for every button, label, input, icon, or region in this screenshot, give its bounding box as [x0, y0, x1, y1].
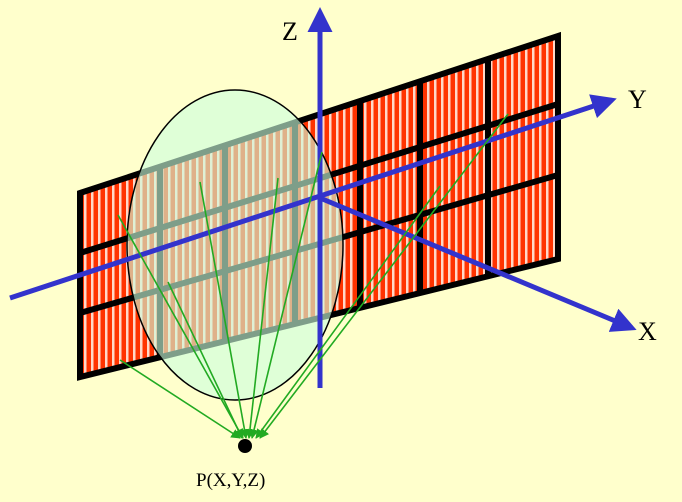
ray — [255, 185, 441, 439]
aperture-ellipse — [126, 89, 344, 401]
ray — [259, 113, 509, 439]
ray — [119, 359, 241, 439]
z-axis-label: Z — [282, 17, 298, 46]
ray — [117, 214, 244, 439]
ray — [249, 151, 323, 439]
x-axis — [319, 195, 637, 332]
point-label: P(X,Y,Z) — [196, 470, 265, 491]
rays — [117, 113, 509, 439]
x-axis-label: X — [638, 317, 657, 346]
ray — [167, 281, 243, 439]
y-axis-label: Y — [628, 85, 647, 114]
observation-point — [238, 439, 252, 453]
ray — [245, 177, 279, 439]
ray — [199, 181, 250, 439]
